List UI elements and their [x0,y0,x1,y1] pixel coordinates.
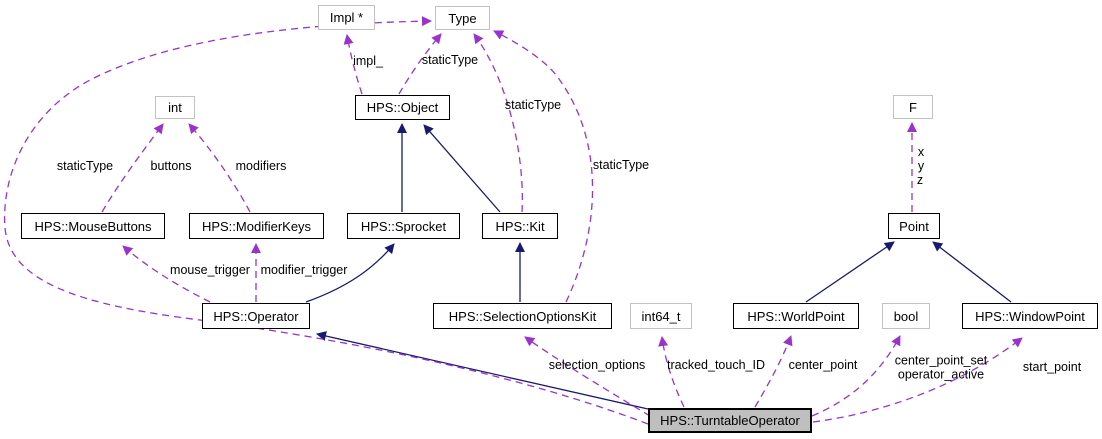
edge-modifierkeys-to-int [188,123,251,213]
node-label: HPS::Operator [213,308,299,324]
edge-label-modifiers: modifiers [235,159,287,174]
node-label: Type [448,10,477,26]
node-label: HPS::TurntableOperator [660,413,800,428]
node-hps-object[interactable]: HPS::Object [355,95,450,120]
edge-kit-to-type [473,33,523,213]
node-label: HPS::SelectionOptionsKit [448,308,597,324]
edge-turntableoperator-to-selectionoptionskit [524,336,651,417]
edge-object-to-implptr [343,34,363,95]
node-hps-mousebuttons[interactable]: HPS::MouseButtons [21,213,165,239]
node-label: HPS::Kit [495,218,545,234]
node-point[interactable]: Point [888,213,940,239]
edge-label-statictype-object: staticType [421,53,479,68]
edge-label-statictype-left: staticType [56,159,114,174]
node-label: HPS::ModifierKeys [201,218,312,234]
edge-turntableoperator-to-worldpoint [754,335,793,408]
node-int64-t: int64_t [630,303,692,329]
node-label: HPS::Object [366,100,439,115]
node-hps-selectionoptionskit[interactable]: HPS::SelectionOptionsKit [433,303,612,329]
edge-worldpoint-to-point [805,241,895,303]
node-impl-ptr: Impl * [318,5,375,30]
edge-label-selection-options: selection_options [548,358,646,373]
edge-turntableoperator-to-bool [811,335,901,417]
node-hps-kit[interactable]: HPS::Kit [482,213,558,239]
node-label: HPS::WorldPoint [747,308,845,324]
edge-operator-to-sprocket [305,243,395,303]
edge-label-buttons: buttons [150,159,192,174]
node-type: Type [435,6,490,30]
edge-turntableoperator-to-operator [316,331,649,410]
edge-label-tracked-touch-id: tracked_touch_ID [667,358,765,373]
node-hps-turntableoperator: HPS::TurntableOperator [648,408,812,433]
edge-label-center-point: center_point [788,358,858,373]
node-label: int [168,100,182,115]
edge-label-x: x [917,145,925,160]
edge-turntableoperator-to-int64 [658,336,685,408]
node-hps-worldpoint[interactable]: HPS::WorldPoint [733,303,859,329]
node-bool: bool [882,303,930,329]
edge-selectionoptionskit-to-type [493,30,594,303]
edge-label-center-point-set: center_point_set [894,353,988,368]
edge-turntableoperator-to-windowpoint [812,337,1023,423]
edge-mousebuttons-to-int [101,123,164,213]
edge-operator-to-mousebuttons [122,245,211,303]
node-label: Impl * [329,10,364,25]
edge-label-z: z [916,173,924,188]
node-int: int [155,96,195,119]
node-label: int64_t [641,308,681,324]
node-hps-modifierkeys[interactable]: HPS::ModifierKeys [189,213,324,239]
edge-label-center-point-set-operator-active: center_point_set operator_active [894,353,988,382]
edge-label-mouse-trigger: mouse_trigger [170,263,250,278]
edge-label-modifier-trigger: modifier_trigger [260,263,348,278]
node-label: Point [899,218,929,234]
edge-windowpoint-to-point [932,241,1012,303]
edge-label-impl: impl_ [353,54,383,69]
edge-label-statictype-kit: staticType [504,98,562,113]
edge-kit-to-object [423,124,501,213]
node-hps-operator[interactable]: HPS::Operator [202,303,310,329]
edge-label-operator-active: operator_active [897,367,985,381]
node-label: HPS::WindowPoint [975,308,1085,324]
node-f: F [893,95,933,119]
node-label: bool [893,308,919,324]
node-hps-sprocket[interactable]: HPS::Sprocket [347,213,460,239]
edge-label-y: y [917,159,925,174]
node-hps-windowpoint[interactable]: HPS::WindowPoint [962,303,1098,329]
edge-label-start-point: start_point [1022,360,1082,375]
edge-label-statictype-selectionoptionskit: staticType [592,158,650,173]
edge-object-to-type [398,33,442,95]
node-label: HPS::Sprocket [360,218,447,234]
node-label: HPS::MouseButtons [34,218,152,234]
node-label: F [909,99,917,115]
edge-turntableoperator-to-type [3,16,649,425]
